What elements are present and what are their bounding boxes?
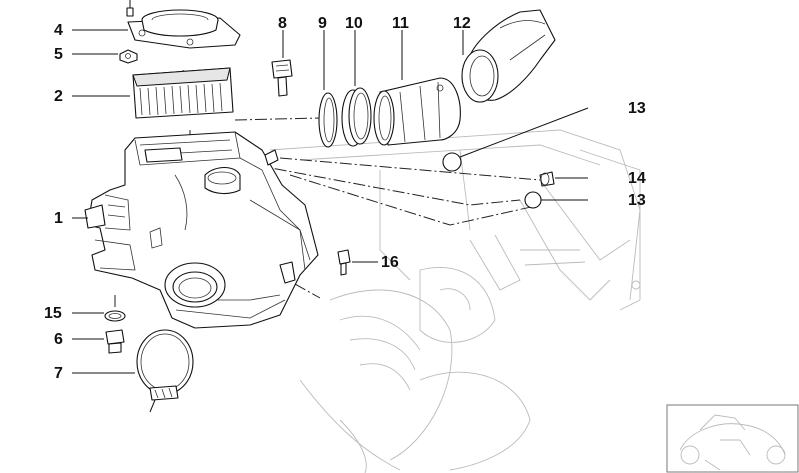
part-10-clamp-ring xyxy=(341,30,372,147)
motorcycle-frame-outline xyxy=(269,129,641,473)
part-4-intake-cover xyxy=(126,0,241,49)
label-12: 12 xyxy=(453,15,471,32)
part-9-seal-ring xyxy=(318,30,338,148)
label-13-top: 13 xyxy=(628,100,646,117)
label-16: 16 xyxy=(381,254,399,271)
part-16-screw xyxy=(337,249,378,276)
part-13-plugs xyxy=(442,107,589,209)
label-8: 8 xyxy=(278,15,287,32)
callout-labels: 4 5 2 1 15 6 7 8 9 10 11 12 13 14 13 16 xyxy=(44,15,646,382)
label-14: 14 xyxy=(628,170,646,187)
part-11-intake-hose xyxy=(373,30,461,146)
part-12-elbow-duct xyxy=(461,9,556,103)
part-8-temperature-sensor xyxy=(271,30,293,97)
part-6-drain-plug xyxy=(72,329,125,354)
part-2-air-filter xyxy=(132,67,234,119)
label-2: 2 xyxy=(54,88,63,105)
label-6: 6 xyxy=(54,331,63,348)
part-14-grommet xyxy=(539,171,588,187)
part-1-air-box-housing xyxy=(84,131,319,329)
part-7-hose-clamp xyxy=(72,329,194,413)
part-15-o-ring xyxy=(72,310,126,322)
label-5: 5 xyxy=(54,46,63,63)
part-5-nut xyxy=(119,49,138,64)
label-15: 15 xyxy=(44,305,62,322)
leader-lines xyxy=(72,29,130,219)
label-11: 11 xyxy=(392,15,409,32)
label-10: 10 xyxy=(345,15,363,32)
thumbnail-inset xyxy=(666,404,799,473)
label-7: 7 xyxy=(54,365,63,382)
label-4: 4 xyxy=(54,22,63,39)
label-13-bottom: 13 xyxy=(628,192,646,209)
label-1: 1 xyxy=(54,210,63,227)
label-9: 9 xyxy=(318,15,327,32)
